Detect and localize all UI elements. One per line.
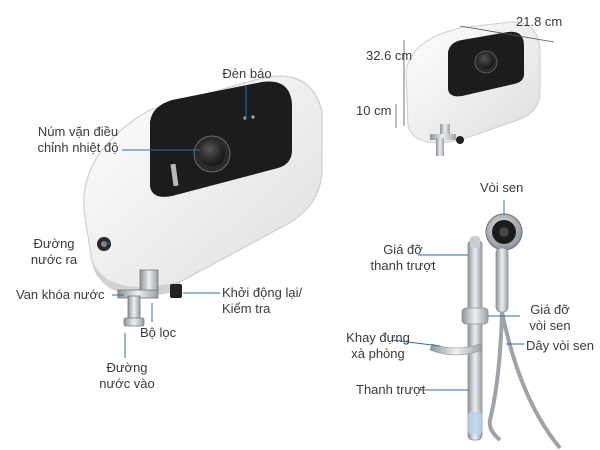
water-inlet-label-line2: nước vào	[99, 376, 155, 391]
soap-tray-label-line2: xà phòng	[351, 346, 405, 361]
dimension-depth: 10 cm	[356, 103, 392, 118]
indicator-light-label: Đèn báo	[222, 66, 272, 81]
water-inlet-label: Đường nước vào	[92, 360, 162, 392]
filter-label: Bộ lọc	[140, 325, 177, 340]
dimension-width: 21.8 cm	[516, 14, 563, 29]
water-outlet-label: Đường nước ra	[24, 236, 84, 268]
head-holder-label-line1: Giá đỡ	[530, 302, 570, 317]
reset-test-label-line1: Khởi động lại/	[222, 285, 303, 300]
dimension-height: 32.6 cm	[366, 48, 413, 63]
head-holder-label-line2: vòi sen	[529, 318, 571, 333]
head-holder-label: Giá đỡ vòi sen	[520, 302, 580, 334]
lock-valve-label: Van khóa nước	[16, 287, 105, 302]
water-outlet-label-line1: Đường	[33, 236, 75, 251]
temp-knob-label: Núm vặn điều chỉnh nhiệt độ	[28, 124, 128, 156]
hose-label: Dây vòi sen	[526, 338, 594, 353]
water-heater-large	[83, 75, 323, 327]
temp-knob-label-line1: Núm vặn điều	[37, 124, 119, 139]
shower-set	[429, 213, 562, 450]
water-heater-small	[395, 21, 555, 156]
soap-tray-label-line1: Khay đựng	[346, 330, 410, 345]
leader-lines	[104, 86, 524, 391]
shower-head-label: Vòi sen	[480, 180, 524, 195]
reset-test-label-line2: Kiểm tra	[222, 301, 271, 316]
slider-holder-label-line1: Giá đỡ	[383, 242, 423, 257]
temp-knob-label-line2: chỉnh nhiệt độ	[37, 140, 119, 155]
temperature-knob	[199, 140, 225, 166]
water-inlet-label-line1: Đường	[106, 360, 148, 375]
water-outlet-label-line2: nước ra	[30, 252, 78, 267]
slider-holder-label: Giá đỡ thanh trượt	[366, 242, 440, 274]
slider-holder-label-line2: thanh trượt	[370, 258, 436, 273]
slide-bar-label: Thanh trượt	[356, 382, 426, 397]
reset-test-label: Khởi động lại/ Kiểm tra	[222, 285, 302, 317]
soap-tray-label: Khay đựng xà phòng	[338, 330, 418, 362]
